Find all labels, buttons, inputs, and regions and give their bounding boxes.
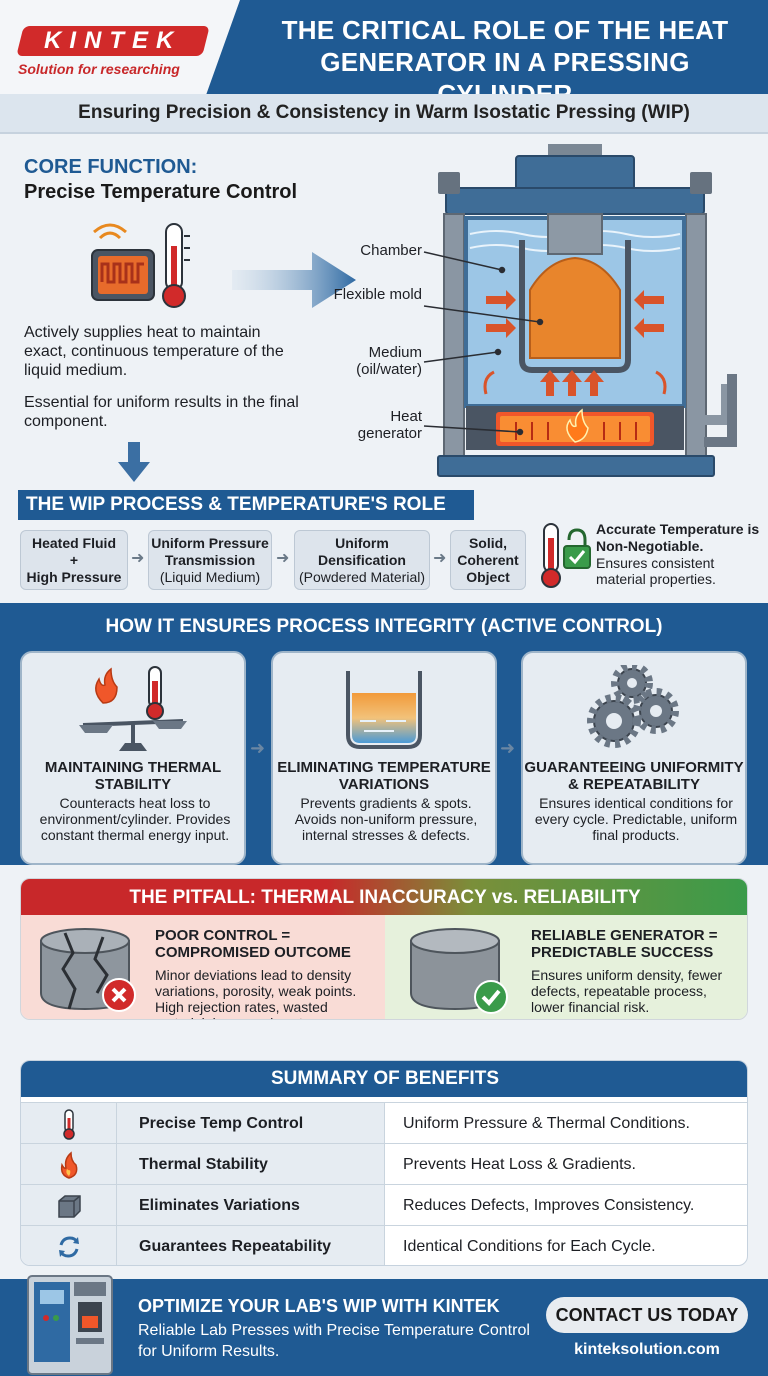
summary-icon-cell [21,1226,117,1265]
balance-scale-icon [79,666,187,751]
kintek-logo[interactable]: KINTEK [16,26,210,56]
summary-table: SUMMARY OF BENEFITS Precise Temp Control… [20,1060,748,1266]
page-subtitle: Ensuring Precision & Consistency in Warm… [78,102,690,123]
chevron-right-icon: ➜ [276,550,290,567]
card-thermal-stability: MAINTAINING THERMAL STABILITY Counteract… [20,651,246,865]
logo-text: KINTEK [44,27,182,54]
cube-icon [57,1194,81,1218]
cracked-cylinder-icon [40,928,136,1012]
footer-title: OPTIMIZE YOUR LAB'S WIP WITH KINTEK [138,1296,500,1316]
label-flexible-mold: Flexible mold [333,286,422,303]
summary-name: Precise Temp Control [117,1103,385,1144]
footer-text: Reliable Lab Presses with Precise Temper… [138,1322,530,1360]
wip-step-line: (Powdered Material) [298,568,426,585]
pitfall-right-heading: RELIABLE GENERATOR = PREDICTABLE SUCCESS [531,927,718,961]
chevron-right-icon: ➜ [433,550,447,567]
card-text: Counteracts heat loss to environment/cyl… [39,795,231,843]
wip-step-densification: Uniform Densification (Powdered Material… [294,530,430,590]
website-link[interactable]: kinteksolution.com [574,1341,720,1358]
label-medium: Medium (oil/water) [356,344,422,378]
logo-tagline: Solution for researching [18,61,180,77]
thermometer-check-icon [541,523,591,588]
chevron-right-icon: ➜ [250,738,266,758]
table-row: Eliminates Variations Reduces Defects, I… [21,1184,747,1226]
summary-value: Prevents Heat Loss & Gradients. [403,1156,636,1173]
beaker-icon [346,671,422,749]
wip-step-line: (Liquid Medium) [159,568,261,585]
core-function-text: Actively supplies heat to maintain exact… [24,324,284,379]
summary-icon-cell [21,1144,117,1185]
core-function-note: Essential for uniform results in the fin… [24,394,299,430]
contact-us-button[interactable]: CONTACT US TODAY [546,1297,748,1333]
wip-step-line: + [69,551,79,568]
card-title: ELIMINATING TEMPERATURE VARIATIONS [277,759,491,793]
summary-name: Eliminates Variations [117,1185,385,1226]
core-function-subheading: Precise Temperature Control [24,181,298,203]
wip-step-heated-fluid: Heated Fluid + High Pressure [20,530,128,590]
table-row: Precise Temp Control Uniform Pressure & … [21,1102,747,1144]
summary-value: Identical Conditions for Each Cycle. [403,1238,656,1255]
thermometer-icon [62,1108,75,1140]
summary-icon-cell [21,1103,117,1144]
pitfall-title-bar [21,879,747,915]
wip-note-title: Accurate Temperature is Non-Negotiable. [596,521,760,554]
pitfall-left-heading: POOR CONTROL = COMPROMISED OUTCOME [155,927,351,961]
heater-thermometer-icon [91,223,190,308]
label-chamber: Chamber [360,242,422,259]
repeat-icon [58,1235,79,1258]
flame-icon [60,1150,77,1179]
wip-step-line: Uniform Densification [318,534,406,568]
card-text: Prevents gradients & spots. Avoids non-u… [294,795,478,843]
summary-icon-cell [21,1185,117,1226]
card-temperature-variations: ELIMINATING TEMPERATURE VARIATIONS Preve… [271,651,497,865]
wip-step-line: High Pressure [26,568,122,585]
wip-process-title: THE WIP PROCESS & TEMPERATURE'S ROLE [18,490,474,520]
wip-step-pressure-transmission: Uniform Pressure Transmission (Liquid Me… [148,530,272,590]
core-function-heading: CORE FUNCTION: [24,156,198,178]
integrity-title: HOW IT ENSURES PROCESS INTEGRITY (ACTIVE… [105,616,663,637]
summary-value: Reduces Defects, Improves Consistency. [403,1197,695,1214]
chevron-right-icon: ➜ [131,550,145,567]
card-uniformity-repeatability: GUARANTEEING UNIFORMITY & REPEATABILITY … [521,651,747,865]
chevron-right-icon: ➜ [500,738,516,758]
arrow-down-icon [118,442,150,482]
summary-name: Thermal Stability [117,1144,385,1185]
wip-step-line: Heated Fluid [31,534,116,551]
wip-step-line: Solid, Coherent Object [457,534,519,585]
wip-note-text: Ensures consistent material properties. [596,555,716,587]
table-row: Thermal Stability Prevents Heat Loss & G… [21,1143,747,1185]
pitfall-left-text: Minor deviations lead to density variati… [155,967,357,1019]
solid-cylinder-icon [410,928,508,1014]
label-heat-generator: Heat generator [357,408,422,442]
lab-press-machine-icon [27,1275,113,1375]
wip-step-solid-object: Solid, Coherent Object [450,530,526,590]
pitfall-title: THE PITFALL: THERMAL INACCURACY vs. RELI… [129,887,641,908]
card-title: MAINTAINING THERMAL STABILITY [44,759,222,793]
subtitle-band: Ensuring Precision & Consistency in Warm… [0,94,768,134]
pitfall-right-text: Ensures uniform density, fewer defects, … [531,967,723,1015]
summary-value: Uniform Pressure & Thermal Conditions. [403,1115,690,1132]
wip-step-line: Uniform Pressure Transmission [151,534,269,568]
pressing-cylinder-diagram [437,144,737,477]
arrow-right-icon [232,252,356,308]
pitfall-panel: THE PITFALL: THERMAL INACCURACY vs. RELI… [20,878,748,1020]
gears-icon [587,665,679,748]
card-text: Ensures identical conditions for every c… [534,795,738,843]
summary-title: SUMMARY OF BENEFITS [21,1061,747,1097]
summary-name: Guarantees Repeatability [117,1226,385,1265]
table-row: Guarantees Repeatability Identical Condi… [21,1225,747,1265]
card-title: GUARANTEEING UNIFORMITY & REPEATABILITY [524,759,744,793]
